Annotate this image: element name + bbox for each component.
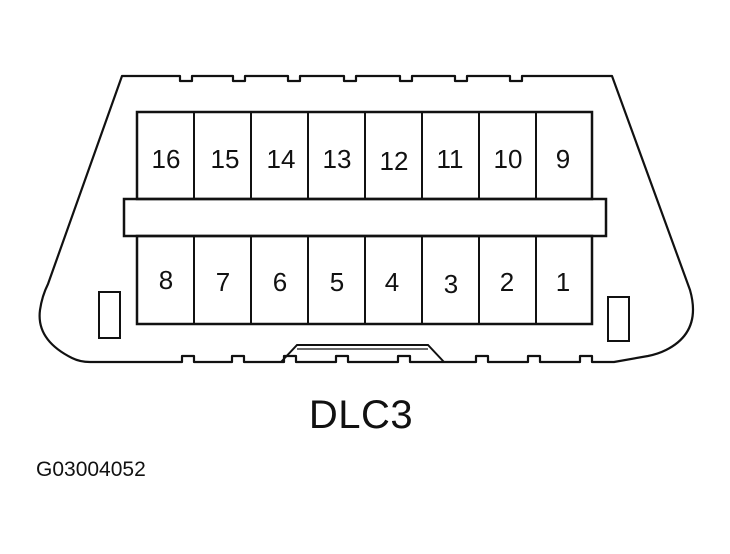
pin-label-3: 3 bbox=[444, 269, 458, 299]
bottom-pin-row-dividers bbox=[193, 236, 537, 324]
pin-label-16: 16 bbox=[152, 144, 181, 174]
pin-label-13: 13 bbox=[323, 144, 352, 174]
pin-label-11: 11 bbox=[437, 144, 464, 174]
pin-label-1: 1 bbox=[556, 267, 570, 297]
connector-housing-outline bbox=[38, 74, 695, 364]
pin-label-5: 5 bbox=[330, 267, 344, 297]
left-latch-slot bbox=[98, 291, 121, 339]
figure-code: G03004052 bbox=[36, 458, 146, 481]
pin-label-4: 4 bbox=[385, 267, 399, 297]
connector-key-tab bbox=[280, 344, 445, 363]
pin-label-14: 14 bbox=[267, 144, 296, 174]
pin-label-12: 12 bbox=[380, 146, 409, 176]
connector-title: DLC3 bbox=[308, 393, 414, 437]
pin-label-2: 2 bbox=[500, 267, 514, 297]
pin-label-10: 10 bbox=[494, 144, 523, 174]
pin-label-15: 15 bbox=[211, 144, 240, 174]
pin-label-8: 8 bbox=[159, 265, 173, 295]
pin-label-9: 9 bbox=[556, 144, 570, 174]
right-latch-slot bbox=[607, 296, 630, 342]
connector-center-bar bbox=[122, 197, 608, 238]
top-pin-row-dividers bbox=[193, 112, 537, 199]
pin-label-6: 6 bbox=[273, 267, 287, 297]
pin-label-7: 7 bbox=[216, 267, 230, 297]
